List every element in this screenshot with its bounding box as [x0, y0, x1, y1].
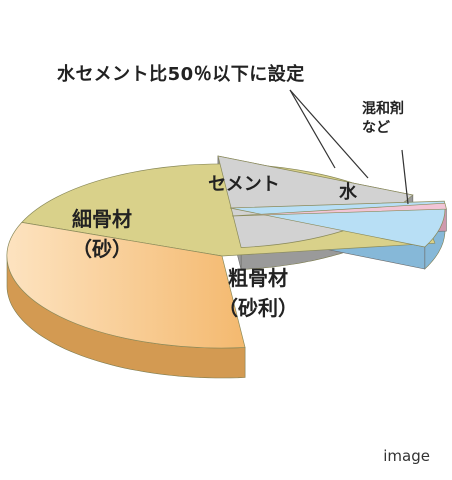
- slice-top-1: [6, 222, 246, 349]
- slice-label-2: セメント: [208, 174, 280, 195]
- leader-line-1: [289, 89, 369, 179]
- slice-label-1: 細骨材: [72, 207, 132, 231]
- ratio-note: 水セメント比50％以下に設定: [57, 64, 305, 85]
- image-caption: image: [383, 447, 430, 465]
- slice-labels: 粗骨材 （砂利） 細骨材 （砂） セメント 水: [72, 174, 358, 320]
- slice-label-1-line2: （砂）: [72, 237, 132, 261]
- slice-label-3: 水: [339, 181, 358, 203]
- slice-label-0-line2: （砂利）: [218, 296, 298, 320]
- leader-line-2: [401, 149, 409, 205]
- misc-line-1: 混和剤: [362, 101, 404, 117]
- misc-annotation: 混和剤 など: [362, 100, 404, 138]
- slice-label-0: 粗骨材: [228, 266, 288, 290]
- slice-top-4: [231, 202, 447, 217]
- pie-tops: [6, 155, 447, 349]
- leader-lines: [289, 89, 409, 205]
- leader-line-0: [289, 89, 336, 169]
- misc-line-2: など: [362, 120, 390, 136]
